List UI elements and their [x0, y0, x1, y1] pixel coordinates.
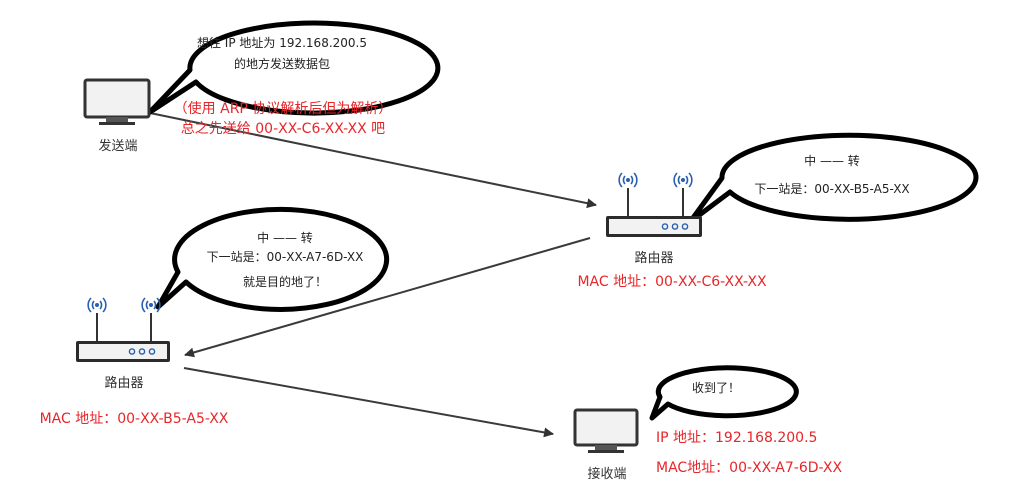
- receiver-mac: MAC地址：00-XX-A7-6D-XX: [656, 460, 842, 476]
- router2-bubble-line-2: 下一站是：00-XX-A7-6D-XX: [207, 250, 364, 264]
- receiver-speech-bubble: 收到了！: [649, 365, 799, 421]
- router1-label: 路由器: [634, 250, 673, 266]
- receiver-ip: IP 地址：192.168.200.5: [656, 430, 817, 446]
- sender-speech-bubble: 想往 IP 地址为 192.168.200.5 的地方发送数据包: [147, 20, 441, 116]
- sender-label: 发送端: [98, 138, 137, 154]
- link-router2-receiver: [183, 367, 554, 438]
- router1-bubble-line-2: 下一站是：00-XX-B5-A5-XX: [754, 182, 909, 196]
- router2-speech-bubble: 中 —— 转 下一站是：00-XX-A7-6D-XX 就是目的地了！: [155, 206, 390, 312]
- receiver-bubble-text: 收到了！: [692, 381, 740, 395]
- router2-mac: MAC 地址：00-XX-B5-A5-XX: [40, 411, 229, 427]
- receiver-monitor-icon: [573, 408, 639, 453]
- router1-bubble-line-1: 中 —— 转: [804, 153, 860, 168]
- router2-bubble-line-1: 中 —— 转: [257, 230, 313, 245]
- router2-label: 路由器: [104, 375, 143, 391]
- router1-mac: MAC 地址：00-XX-C6-XX-XX: [577, 274, 767, 290]
- link-sender-router1: [149, 112, 597, 209]
- sender-bubble-line-2: 的地方发送数据包: [234, 56, 330, 71]
- router1-speech-bubble: 中 —— 转 下一站是：00-XX-B5-A5-XX: [687, 132, 979, 225]
- sender-bubble-line-1: 想往 IP 地址为 192.168.200.5: [197, 35, 367, 50]
- receiver-label: 接收端: [587, 466, 626, 482]
- router2-bubble-line-3: 就是目的地了！: [243, 274, 327, 289]
- sender-note-line-1: （使用 ARP 协议解析后但为解析）: [174, 100, 393, 117]
- sender-note-line-2: 总之先送给 00-XX-C6-XX-XX 吧: [181, 121, 385, 137]
- router1-icon: [606, 172, 702, 237]
- router2-icon: [76, 297, 170, 362]
- link-router1-router2: [184, 237, 591, 358]
- sender-monitor-icon: [83, 78, 151, 125]
